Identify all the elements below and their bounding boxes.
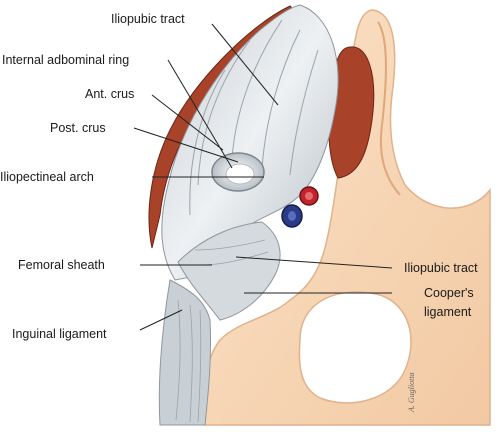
label-inguinal-ligament: Inguinal ligament [12,327,107,341]
leader-post-crus [133,127,239,163]
label-internal-abdominal-ring: Internal adbominal ring [2,53,129,67]
leader-ant-crus [151,94,224,151]
label-post-crus: Post. crus [50,121,106,135]
leader-inguinal-ligament [139,309,183,331]
femoral-vein-lumen [288,211,296,221]
ligament-fibers [175,239,269,423]
label-femoral-sheath: Femoral sheath [18,258,105,272]
fascia-folds [189,19,319,216]
femoral-sheath-tissue [177,221,281,321]
inguinal-ligament-band [158,279,212,426]
leader-lines [133,23,393,331]
label-iliopubic-tract-right: Iliopubic tract [404,261,478,275]
label-iliopectineal-arch: Iliopectineal arch [0,170,94,184]
leader-iliopubic-tract-right [235,256,393,269]
obturator-foramen [298,291,412,404]
femoral-artery-lumen [305,192,313,200]
leader-iliopubic-tract-top [211,23,279,106]
label-coopers-ligament-line1: Cooper's [424,286,474,300]
artist-signature: A. Gugliotta [407,372,416,413]
label-coopers-ligament-line2: ligament [424,305,472,319]
ring-inner [225,163,255,185]
label-ant-crus: Ant. crus [85,87,134,101]
leader-internal-abdominal-ring [167,59,233,169]
bone-cortex [377,21,401,196]
label-iliopubic-tract-top: Iliopubic tract [111,12,185,26]
